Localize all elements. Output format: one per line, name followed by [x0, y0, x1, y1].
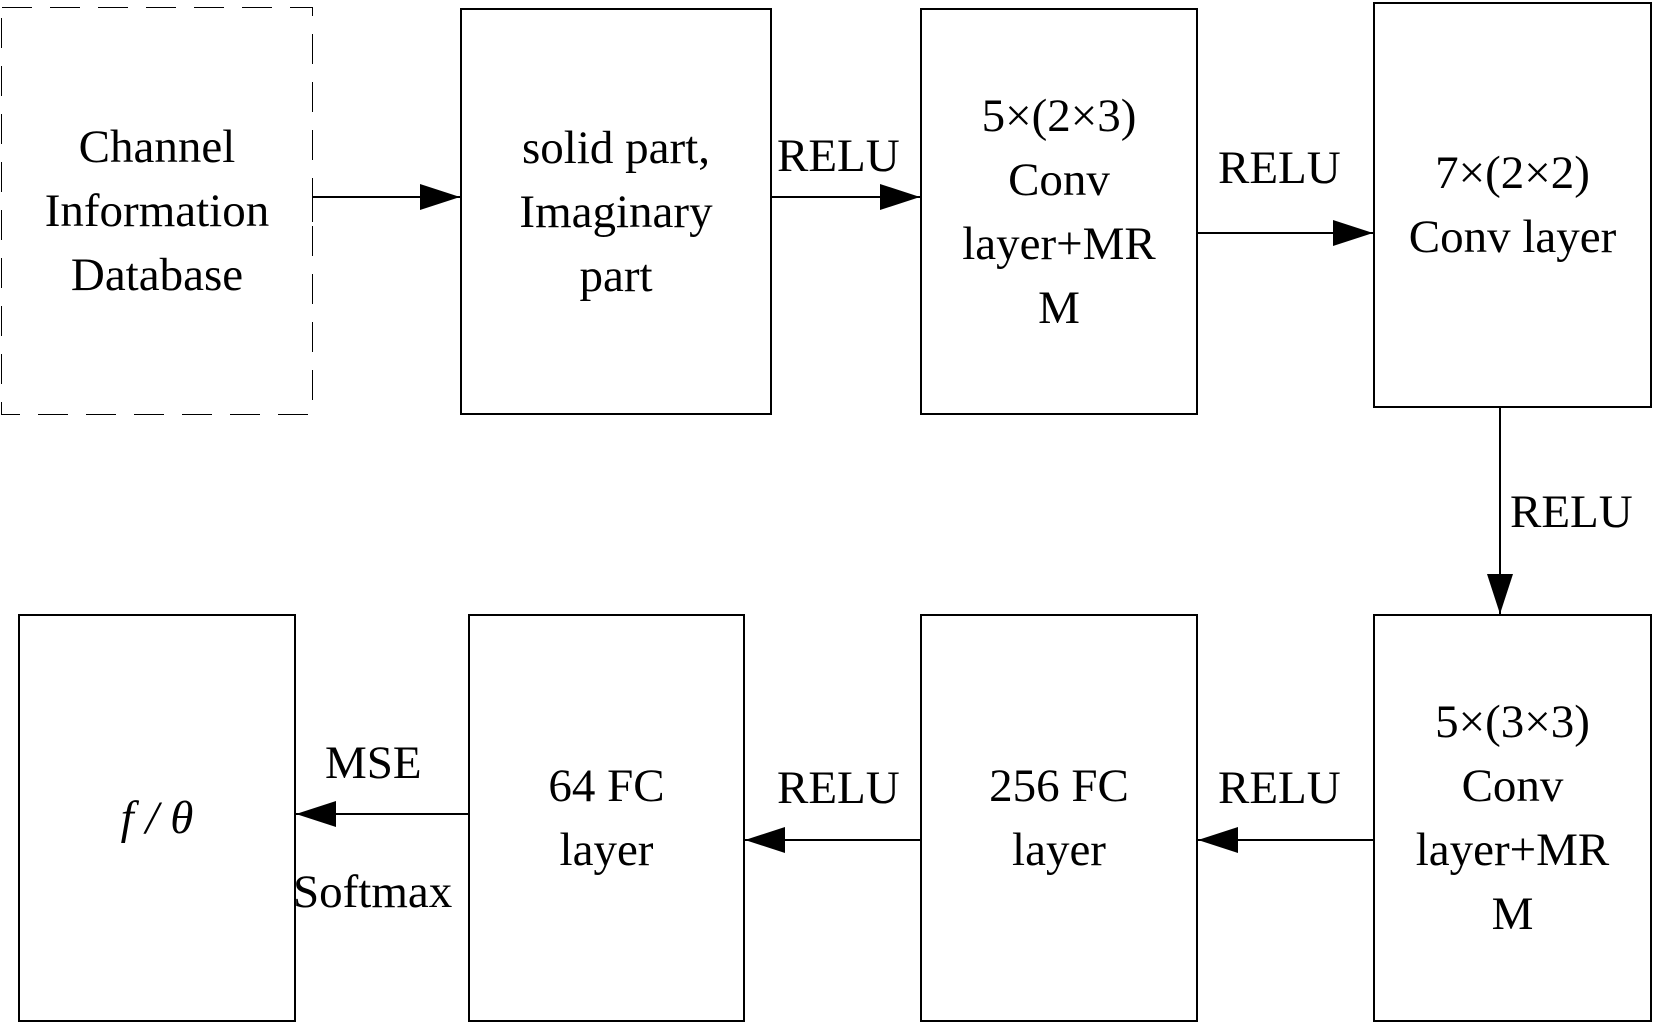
conv-5x2x3-node: 5×(2×3) Conv layer+MR M	[920, 8, 1198, 415]
edge-label-softmax: Softmax	[293, 866, 453, 918]
edge-label-relu-2: RELU	[1218, 142, 1341, 194]
fc-64-node: 64 FC layer	[468, 614, 745, 1022]
arrowhead-conv2-to-conv3	[1487, 574, 1513, 614]
channel-db-label: Channel Information Database	[44, 121, 270, 301]
edge-label-relu-4: RELU	[1218, 762, 1341, 814]
arrow-db-to-solid	[311, 196, 460, 222]
conv-5x2x3-label: 5×(2×3) Conv layer+MR M	[962, 89, 1156, 334]
conv-7x2x2-node: 7×(2×2) Conv layer	[1373, 2, 1652, 408]
fc-64-label: 64 FC layer	[548, 760, 665, 876]
edge-label-relu-1: RELU	[777, 130, 900, 182]
arrowhead-db-to-solid	[420, 184, 460, 210]
channel-information-database-node: Channel Information Database	[2, 8, 312, 414]
arrowhead-fc256-to-fc64	[745, 827, 785, 853]
conv-5x3x3-node: 5×(3×3) Conv layer+MR M	[1373, 614, 1652, 1022]
arrowhead-conv3-to-fc256	[1198, 827, 1238, 853]
arrowhead-fc64-to-output	[296, 801, 336, 827]
conv-5x3x3-label: 5×(3×3) Conv layer+MR M	[1415, 696, 1610, 940]
output-node: f / θ	[18, 614, 296, 1022]
fc-256-node: 256 FC layer	[920, 614, 1198, 1022]
arrowhead-conv1-to-conv2	[1333, 220, 1373, 246]
arrowhead-solid-to-conv1	[880, 184, 920, 210]
solid-imaginary-part-node: solid part, Imaginary part	[460, 8, 772, 415]
fc-256-label: 256 FC layer	[989, 760, 1129, 876]
edge-label-relu-3: RELU	[1510, 486, 1633, 538]
edge-label-mse: MSE	[325, 737, 422, 789]
conv-7x2x2-label: 7×(2×2) Conv layer	[1408, 147, 1617, 263]
output-label: f / θ	[120, 792, 194, 844]
edge-label-relu-5: RELU	[777, 762, 900, 814]
solid-imaginary-label: solid part, Imaginary part	[519, 121, 713, 302]
